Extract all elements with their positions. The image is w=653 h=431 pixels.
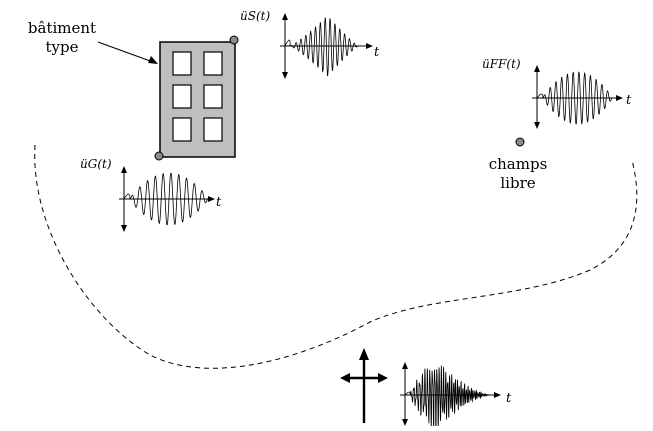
plot-y-axis-arrowhead	[121, 166, 127, 173]
free-field-label-line2: libre	[500, 174, 535, 192]
plot-x-axis-arrowhead	[208, 196, 215, 202]
signal-source-plot	[400, 362, 501, 431]
plot-waveform	[536, 71, 613, 125]
plot-x-axis-arrowhead	[366, 43, 373, 49]
free-field-point	[515, 137, 525, 147]
plot-y-axis-arrowhead	[534, 122, 540, 129]
source-excitation-arrows	[340, 348, 388, 423]
building-base-point	[154, 151, 164, 161]
signal-ground-plot	[119, 166, 215, 232]
plot-waveform	[404, 365, 492, 431]
source-left-arrowhead	[340, 373, 350, 383]
plot-y-axis-arrowhead	[534, 65, 540, 72]
plot-y-axis-arrowhead	[121, 225, 127, 232]
soil-boundary-dashed	[34, 144, 638, 369]
free-field-label-line1: champs	[489, 155, 548, 173]
building-pointer-arrow	[97, 41, 154, 63]
plot-x-axis-arrowhead	[494, 392, 501, 398]
building-body	[159, 41, 236, 158]
signal-free-field-plot	[532, 65, 623, 129]
signal-source-axis-label: t	[506, 391, 512, 406]
building-pointer-arrowhead	[148, 56, 158, 64]
signal-free-field-axis-label: t	[626, 93, 632, 108]
signal-ground-axis-label: t	[216, 195, 222, 210]
signal-free-field-label: üFF(t)	[482, 57, 521, 71]
plot-waveform	[284, 17, 359, 77]
window	[203, 51, 223, 76]
building-top-point	[229, 35, 239, 45]
source-right-arrowhead	[378, 373, 388, 383]
source-up-arrowhead	[359, 348, 369, 360]
signal-ground-label: üG(t)	[80, 157, 112, 171]
window	[172, 51, 192, 76]
plot-y-axis-arrowhead	[282, 72, 288, 79]
building	[154, 35, 239, 161]
window	[172, 84, 192, 109]
signal-structure-label: üS(t)	[240, 9, 270, 23]
building-windows	[172, 51, 223, 142]
plot-y-axis-arrowhead	[402, 362, 408, 369]
window	[172, 117, 192, 142]
plot-y-axis-arrowhead	[402, 419, 408, 426]
window	[203, 117, 223, 142]
window	[203, 84, 223, 109]
plot-waveform	[123, 172, 209, 226]
signal-structure-axis-label: t	[374, 45, 380, 60]
plot-y-axis-arrowhead	[282, 13, 288, 20]
building-label-line2: type	[46, 38, 79, 56]
building-label-line1: bâtiment	[28, 19, 96, 37]
plot-x-axis-arrowhead	[616, 95, 623, 101]
signal-structure-plot	[280, 13, 373, 79]
